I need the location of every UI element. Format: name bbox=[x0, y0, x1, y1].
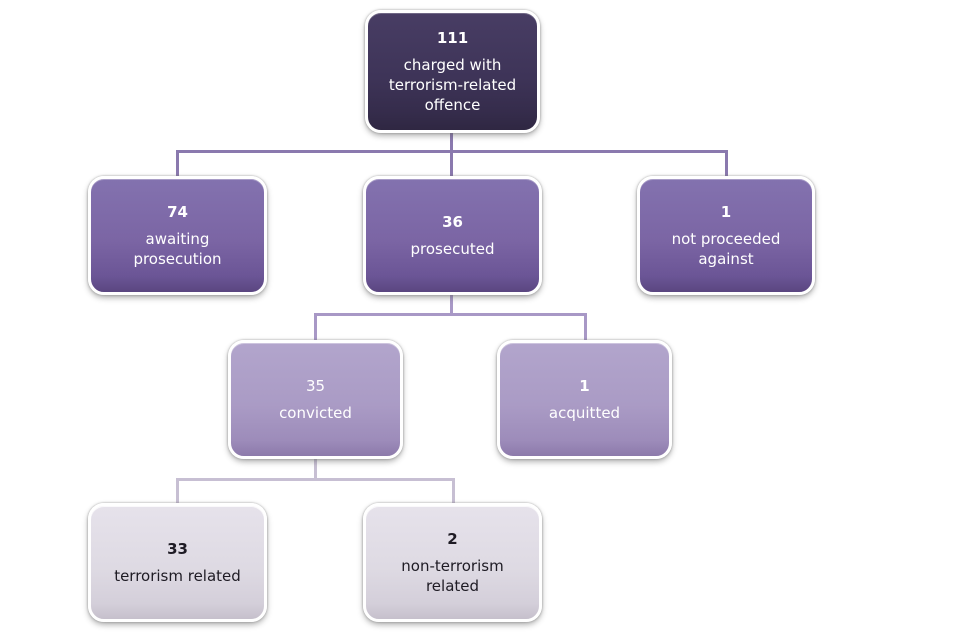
node-value: 74 bbox=[167, 202, 188, 221]
connector-root-stem bbox=[450, 133, 453, 176]
node-value: 1 bbox=[720, 202, 732, 221]
node-value: 2 bbox=[447, 529, 458, 548]
connector-row3-right-stub bbox=[584, 313, 587, 340]
node-label: not proceeded against bbox=[671, 229, 781, 268]
node-value: 35 bbox=[305, 376, 326, 395]
node-label: prosecuted bbox=[410, 239, 495, 258]
node-terrorism-related: 33 terrorism related bbox=[88, 503, 267, 622]
node-convicted: 35 convicted bbox=[228, 340, 403, 459]
node-prosecuted: 36 prosecuted bbox=[363, 176, 542, 295]
node-value: 33 bbox=[167, 539, 188, 558]
connector-convicted-stem bbox=[314, 459, 317, 480]
node-label: acquitted bbox=[548, 403, 621, 422]
connector-row4-horizontal bbox=[176, 478, 455, 481]
node-charged-root: 111 charged with terrorism-related offen… bbox=[365, 10, 540, 133]
node-non-terrorism-related: 2 non-terrorism related bbox=[363, 503, 542, 622]
connector-row3-left-stub bbox=[314, 313, 317, 340]
connector-row4-left-stub bbox=[176, 478, 179, 503]
node-label: convicted bbox=[279, 403, 352, 422]
connector-row3-horizontal bbox=[314, 313, 587, 316]
node-value: 111 bbox=[436, 28, 469, 47]
node-label: awaiting prosecution bbox=[133, 229, 222, 268]
connector-row2-left-stub bbox=[176, 150, 179, 176]
node-value: 36 bbox=[442, 212, 463, 231]
connector-row2-horizontal bbox=[176, 150, 728, 153]
node-label: non-terrorism related bbox=[401, 556, 504, 595]
node-label: charged with terrorism-related offence bbox=[388, 55, 517, 114]
connector-row2-right-stub bbox=[725, 150, 728, 176]
node-awaiting-prosecution: 74 awaiting prosecution bbox=[88, 176, 267, 295]
node-not-proceeded-against: 1 not proceeded against bbox=[637, 176, 815, 295]
node-acquitted: 1 acquitted bbox=[497, 340, 672, 459]
connector-prosecuted-stem bbox=[450, 295, 453, 315]
node-value: 1 bbox=[579, 376, 590, 395]
connector-row4-right-stub bbox=[452, 478, 455, 503]
node-label: terrorism related bbox=[114, 566, 241, 585]
